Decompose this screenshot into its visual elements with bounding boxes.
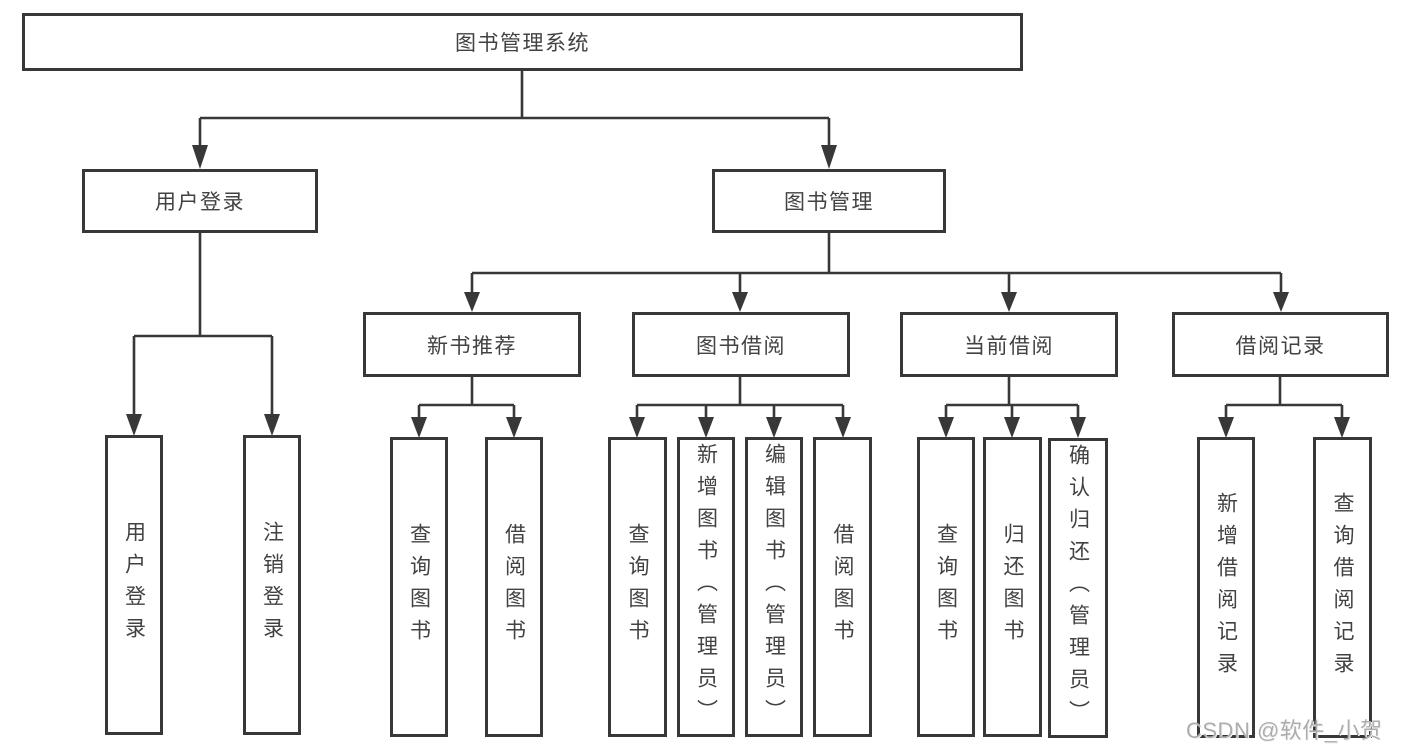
arrow-leaf-logout bbox=[264, 414, 280, 436]
arrow-to-book-mgmt bbox=[821, 145, 837, 169]
connector-currentborrow-branch bbox=[944, 377, 1080, 418]
connector-borrowrecord-branch bbox=[1224, 377, 1344, 418]
connector-bookborrow-branch bbox=[635, 377, 845, 418]
node-label: 当前借阅 bbox=[964, 334, 1054, 358]
arrow-to-new-book bbox=[464, 292, 480, 312]
leaf-label: 借阅图书 bbox=[831, 523, 854, 651]
leaf-label: 归还图书 bbox=[1001, 523, 1024, 651]
leaf-query-books-2: 查询图书 bbox=[608, 437, 667, 737]
arrow-to-book-borrow bbox=[732, 292, 748, 312]
leaf-borrow-books-2: 借阅图书 bbox=[813, 437, 872, 737]
arrow-to-user-login bbox=[192, 145, 208, 169]
arrow-leaf-cb-return bbox=[1004, 417, 1020, 438]
leaf-label: 确认归还（管理员） bbox=[1066, 444, 1090, 732]
arrow-to-borrow-record bbox=[1273, 292, 1289, 312]
connector-root-to-level2 bbox=[198, 70, 831, 147]
leaf-label: 查询图书 bbox=[934, 523, 958, 651]
csdn-watermark: CSDN @软件_小贺同学 bbox=[1186, 718, 1383, 743]
arrow-leaf-nb-query bbox=[411, 417, 427, 438]
node-borrowing-records: 借阅记录 bbox=[1172, 312, 1389, 377]
leaf-user-login: 用户登录 bbox=[105, 435, 163, 735]
connector-bookmgmt-to-level3 bbox=[470, 233, 1283, 293]
leaf-query-books-1: 查询图书 bbox=[390, 437, 448, 737]
node-label: 图书借阅 bbox=[696, 334, 786, 358]
node-label: 用户登录 bbox=[155, 191, 245, 214]
leaf-return-books: 归还图书 bbox=[983, 437, 1042, 737]
node-library-management-system: 图书管理系统 bbox=[22, 13, 1023, 71]
arrow-leaf-cb-query bbox=[938, 417, 954, 438]
node-book-borrowing: 图书借阅 bbox=[632, 312, 850, 377]
arrow-to-current-borrow bbox=[1001, 292, 1017, 312]
leaf-logout: 注销登录 bbox=[243, 435, 301, 735]
connector-userlogin-branch bbox=[132, 233, 274, 416]
node-label: 图书管理系统 bbox=[455, 32, 590, 55]
connector-newbook-branch bbox=[417, 377, 516, 418]
leaf-add-borrow-record: 新增借阅记录 bbox=[1197, 437, 1255, 738]
leaf-confirm-return-admin: 确认归还（管理员） bbox=[1048, 438, 1108, 738]
leaf-borrow-books-1: 借阅图书 bbox=[485, 437, 543, 737]
node-book-management: 图书管理 bbox=[712, 169, 946, 233]
arrow-leaf-bb-edit bbox=[766, 417, 782, 438]
node-label: 新书推荐 bbox=[427, 334, 517, 358]
arrow-leaf-br-query bbox=[1334, 417, 1350, 438]
arrow-leaf-user-login bbox=[126, 414, 142, 436]
arrow-leaf-bb-add bbox=[698, 417, 714, 438]
arrow-leaf-bb-query bbox=[629, 417, 645, 438]
leaf-label: 注销登录 bbox=[260, 521, 284, 649]
arrow-leaf-bb-borrow bbox=[835, 417, 851, 438]
leaf-edit-books-admin: 编辑图书（管理员） bbox=[745, 437, 803, 737]
leaf-label: 查询图书 bbox=[626, 523, 649, 651]
node-current-borrowing: 当前借阅 bbox=[900, 312, 1118, 377]
node-label: 借阅记录 bbox=[1235, 334, 1326, 358]
leaf-label: 查询图书 bbox=[407, 523, 431, 651]
leaf-label: 借阅图书 bbox=[502, 523, 526, 651]
arrow-leaf-cb-confirm bbox=[1070, 417, 1086, 438]
arrowheads bbox=[126, 145, 1350, 438]
node-user-login: 用户登录 bbox=[82, 169, 318, 233]
leaf-label: 编辑图书（管理员） bbox=[762, 443, 786, 731]
leaf-label: 新增借阅记录 bbox=[1214, 491, 1238, 684]
leaf-label: 用户登录 bbox=[122, 521, 146, 649]
leaf-add-books-admin: 新增图书（管理员） bbox=[677, 437, 735, 737]
leaf-label: 查询借阅记录 bbox=[1331, 491, 1354, 684]
node-label: 图书管理 bbox=[784, 191, 874, 214]
leaf-query-borrow-record: 查询借阅记录 bbox=[1313, 437, 1372, 738]
leaf-label: 新增图书（管理员） bbox=[694, 443, 718, 731]
arrow-leaf-nb-borrow bbox=[506, 417, 522, 438]
arrow-leaf-br-add bbox=[1218, 417, 1234, 438]
leaf-query-books-3: 查询图书 bbox=[917, 437, 975, 737]
node-new-book-recommend: 新书推荐 bbox=[363, 312, 581, 377]
